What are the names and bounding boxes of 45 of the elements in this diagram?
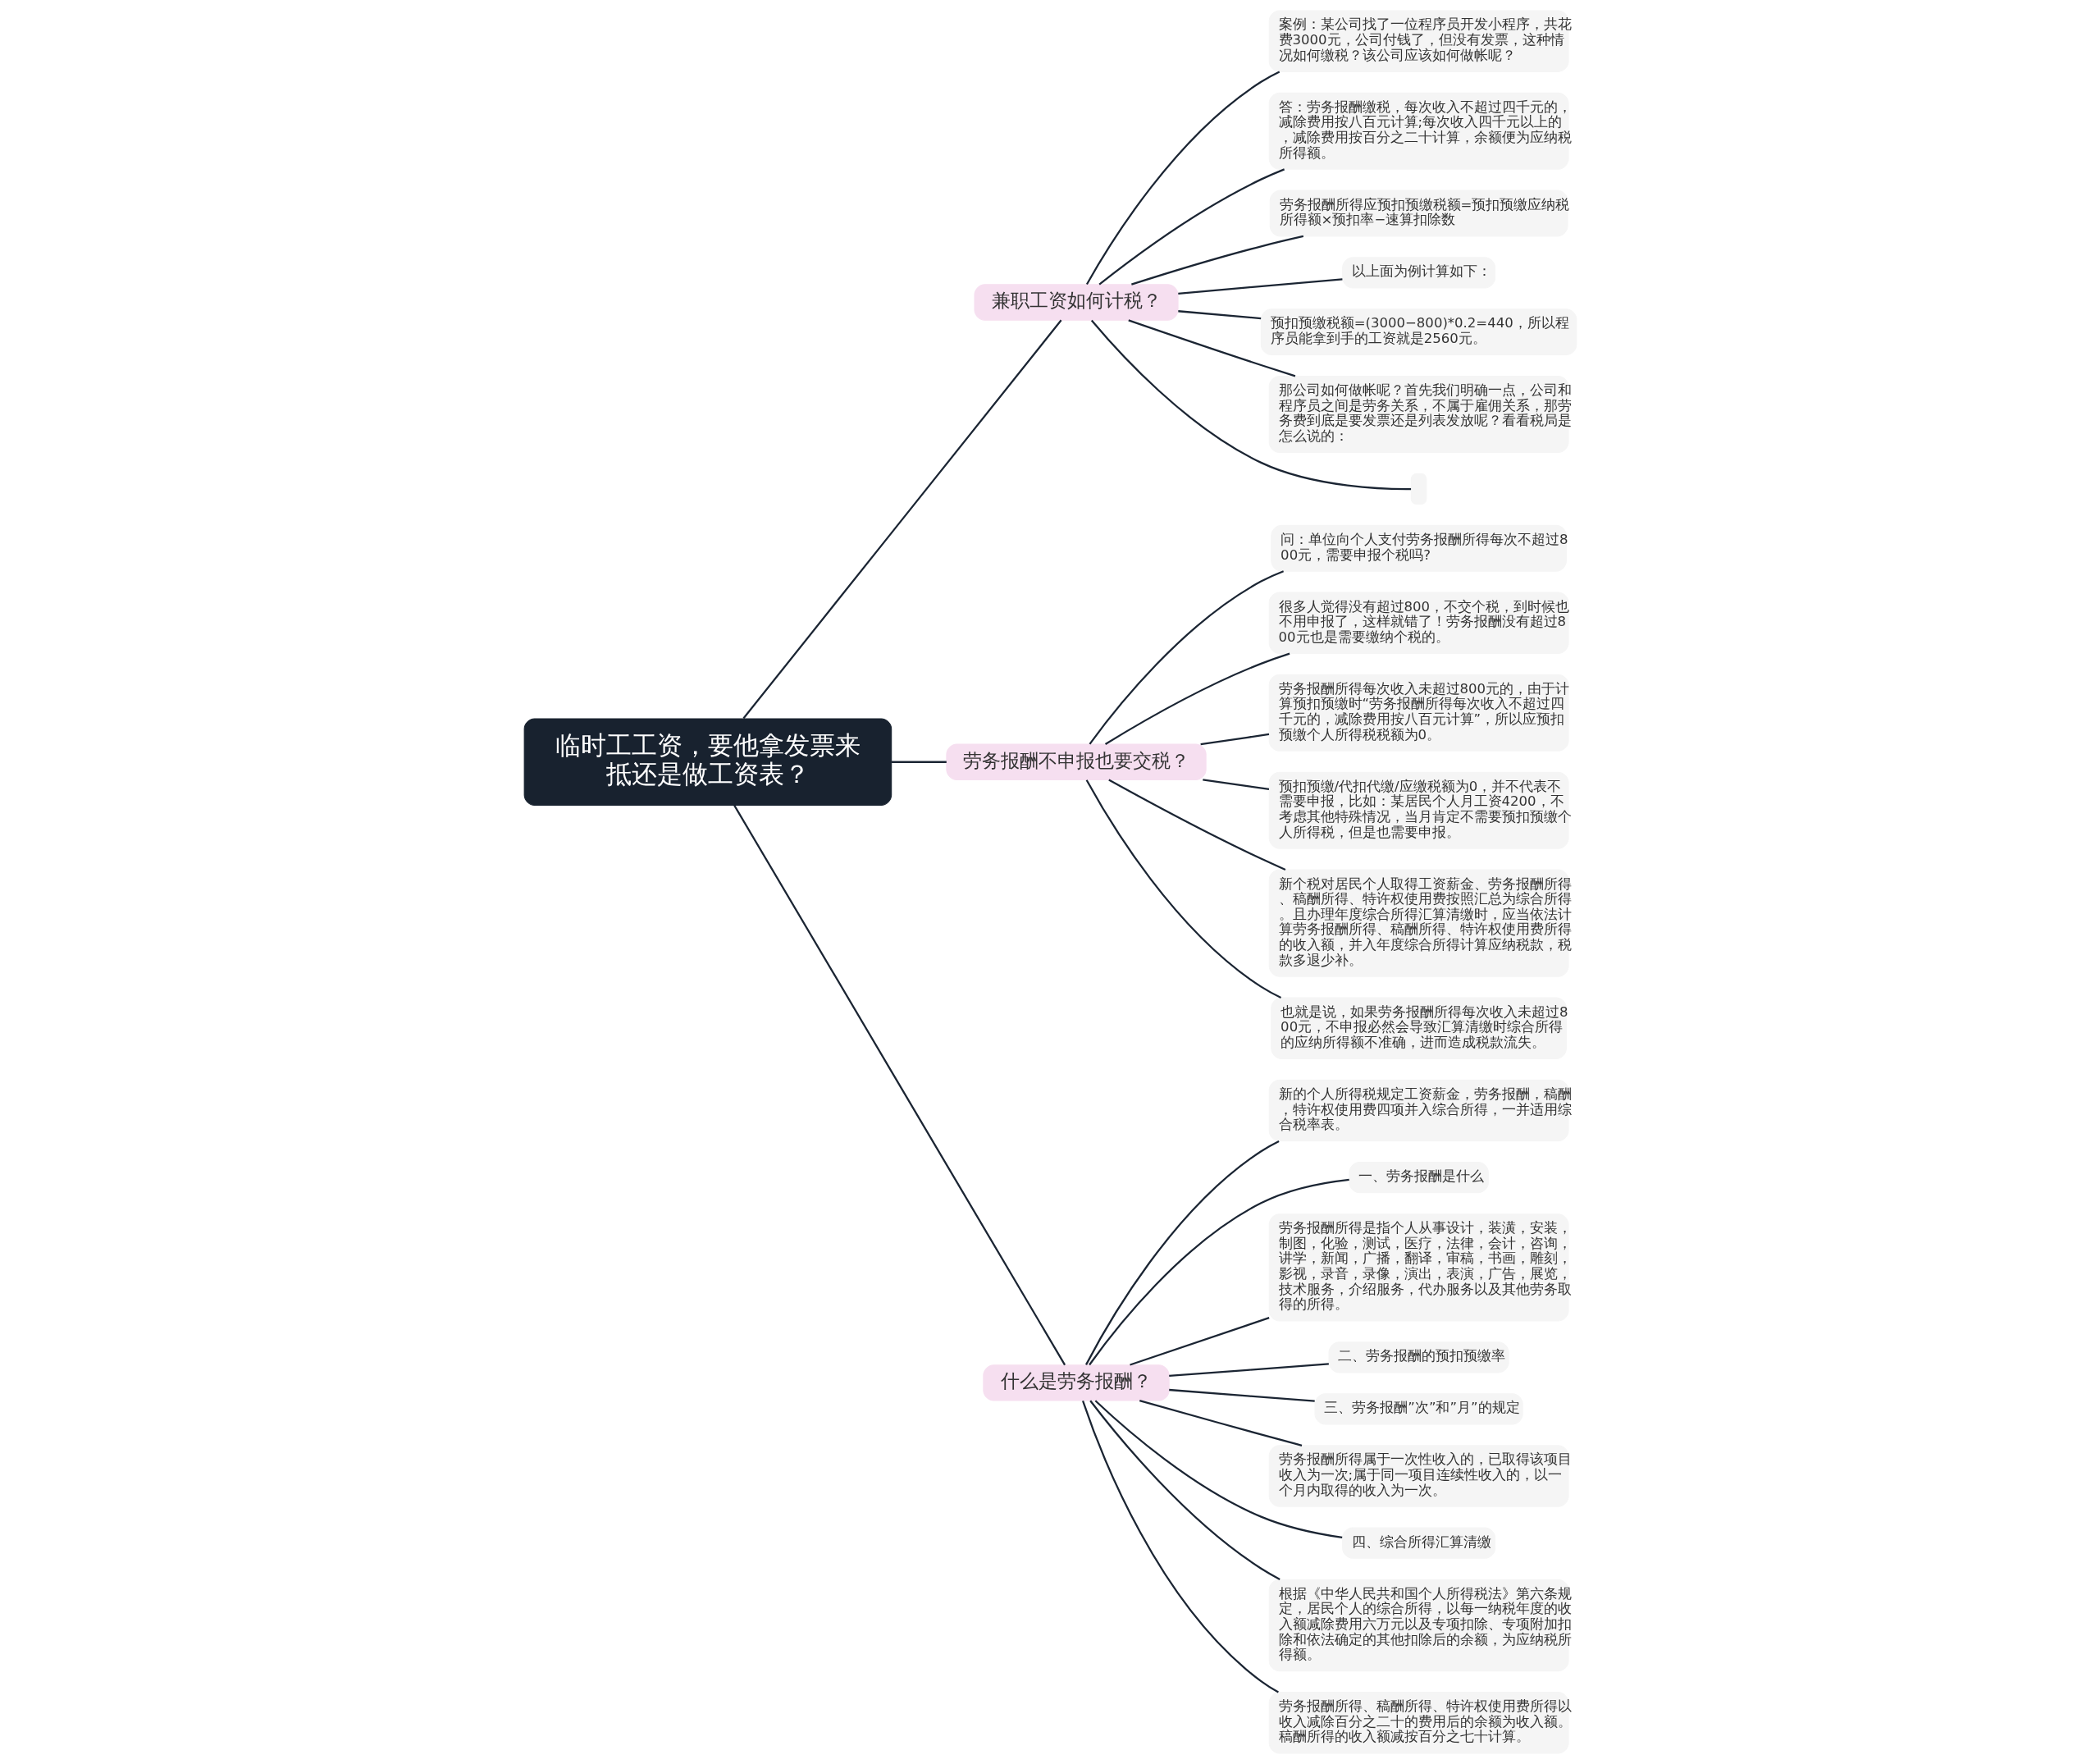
node-box: 四、综合所得汇算清缴 — [1341, 1527, 1495, 1559]
node-box: 问：单位向个人支付劳务报酬所得每次不超过800元，需要申报个税吗? — [1270, 524, 1567, 572]
connector — [1129, 1317, 1270, 1366]
connector — [733, 805, 1066, 1366]
connector — [1090, 319, 1411, 491]
connector — [1089, 570, 1284, 745]
node-box: 劳务报酬所得属于一次性收入的，已取得该项目收入为一次;属于同一项目连续性收入的，以一个月内取得的收入为一次。 — [1268, 1445, 1569, 1507]
connector — [1094, 1400, 1342, 1539]
node-box: 劳务报酬所得应预扣预缴税额=预扣预缴应纳税所得额×预扣率−速算扣除数 — [1269, 190, 1568, 237]
connector — [1139, 1400, 1302, 1446]
connector — [742, 319, 1061, 720]
connector — [1202, 779, 1269, 791]
node-box: 三、劳务报酬”次”和”月”的规定 — [1313, 1393, 1523, 1425]
connector — [891, 761, 947, 763]
node-box: 一、劳务报酬是什么 — [1348, 1162, 1489, 1194]
connector — [1168, 1363, 1329, 1378]
node-box: 二、劳务报酬的预扣预缴率 — [1328, 1341, 1509, 1373]
node-box: 劳务报酬不申报也要交税？ — [945, 743, 1207, 780]
connector — [1107, 779, 1285, 871]
connector — [1130, 235, 1303, 286]
node-box: 那公司如何做帐呢？首先我们明确一点，公司和程序员之间是劳务关系，不属于雇佣关系，那劳务费到底是要发票还是列表发放呢？看看税局是怎么说的： — [1268, 375, 1569, 453]
connector — [1088, 1178, 1349, 1366]
connector — [1177, 278, 1342, 295]
connector — [1168, 1388, 1315, 1402]
connector — [1177, 310, 1261, 320]
connector — [1200, 733, 1269, 746]
connector — [1085, 779, 1281, 999]
node-box: 预扣预缴/代扣代缴/应缴税额为0，并不代表不需要申报，比如：某居民个人月工资4200，不考虑其他特殊情况，当月肯定不需要预扣预缴个人所得税，但是也需要申报。 — [1268, 771, 1569, 849]
node-box: 临时工工资，要他拿发票来抵还是做工资表？ — [523, 718, 892, 806]
connector — [1098, 168, 1285, 286]
node-box: 也就是说，如果劳务报酬所得每次收入未超过800元，不申报必然会导致汇算清缴时综合所得的应纳所得额不准确，进而造成税款流失。 — [1270, 997, 1567, 1060]
node-box: 预扣预缴税额=(3000−800)*0.2=440，所以程序员能拿到手的工资就是2560元。 — [1260, 308, 1577, 356]
node-box: 什么是劳务报酬？ — [982, 1364, 1170, 1401]
connector — [1089, 1400, 1281, 1580]
connector — [1085, 71, 1280, 286]
node-box: 劳务报酬所得每次收入未超过800元的，由于计算预扣预缴时“劳务报酬所得每次收入不超过四千元的，减除费用按八百元计算”，所以应预扣预缴个人所得税税额为0。 — [1268, 674, 1569, 752]
connector — [1127, 319, 1295, 377]
node-box: 以上面为例计算如下： — [1341, 257, 1495, 289]
connector — [1084, 1140, 1280, 1365]
connector — [1081, 1401, 1279, 1693]
node-box — [1410, 473, 1427, 505]
node-box: 很多人觉得没有超过800，不交个税，到时候也不用申报了，这样就错了！劳务报酬没有超过800元也是需要缴纳个税的。 — [1268, 592, 1569, 654]
node-box: 兼职工资如何计税？ — [973, 284, 1179, 321]
node-box: 劳务报酬所得是指个人从事设计，装潢，安装，制图，化验，测试，医疗，法律，会计，咨询，讲学，新闻，广播，翻译，审稿，书画，雕刻，影视，录音，录像，演出，表演，广告，展览，技术服务，介绍服务，代办服务以及其他劳务取得的所得。 — [1268, 1213, 1569, 1322]
connector — [1104, 652, 1290, 745]
